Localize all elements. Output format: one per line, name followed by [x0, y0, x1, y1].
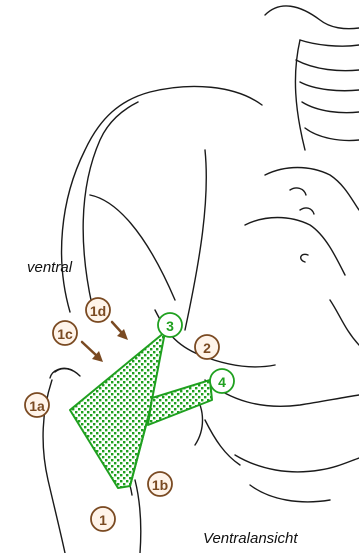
ischium-outline	[250, 485, 330, 502]
sacrum-outline	[330, 300, 359, 345]
muscle-area	[70, 332, 212, 488]
ilium-fossa-outline	[90, 195, 175, 300]
caption-view-name: Ventralansicht	[203, 530, 298, 547]
ischium-outline	[235, 455, 359, 472]
marker-label-1b: 1b	[152, 477, 168, 493]
sacral-foramen-outline	[301, 254, 308, 262]
iliac-crest-outline	[62, 86, 262, 312]
spine-outline	[265, 6, 359, 29]
sacrum-outline	[245, 218, 345, 276]
lumbar-vertebra-outline	[296, 60, 359, 71]
lumbar-vertebra-outline	[300, 82, 359, 91]
arrow-1d	[112, 322, 122, 333]
marker-label-1d: 1d	[90, 303, 106, 319]
lumbar-vertebra-outline	[300, 40, 359, 46]
femur-outline	[135, 480, 141, 553]
marker-label-4: 4	[218, 374, 226, 390]
ilium-lower-outline	[185, 150, 206, 330]
marker-label-1c: 1c	[57, 326, 73, 342]
lumbar-vertebra-outline	[305, 128, 359, 141]
caption-ventral: ventral	[27, 259, 72, 276]
marker-label-1: 1	[99, 512, 107, 528]
sacrum-outline	[265, 168, 359, 211]
sacrum-outline	[290, 188, 306, 195]
arrow-1c	[82, 342, 97, 356]
spine-outline	[295, 40, 305, 150]
marker-label-3: 3	[166, 318, 174, 334]
marker-label-1a: 1a	[29, 398, 45, 414]
pubic-ramus-outline	[205, 420, 240, 465]
sacrum-outline	[300, 208, 314, 214]
lumbar-vertebra-outline	[302, 102, 359, 113]
femur-outline	[50, 368, 72, 378]
marker-label-2: 2	[203, 340, 211, 356]
